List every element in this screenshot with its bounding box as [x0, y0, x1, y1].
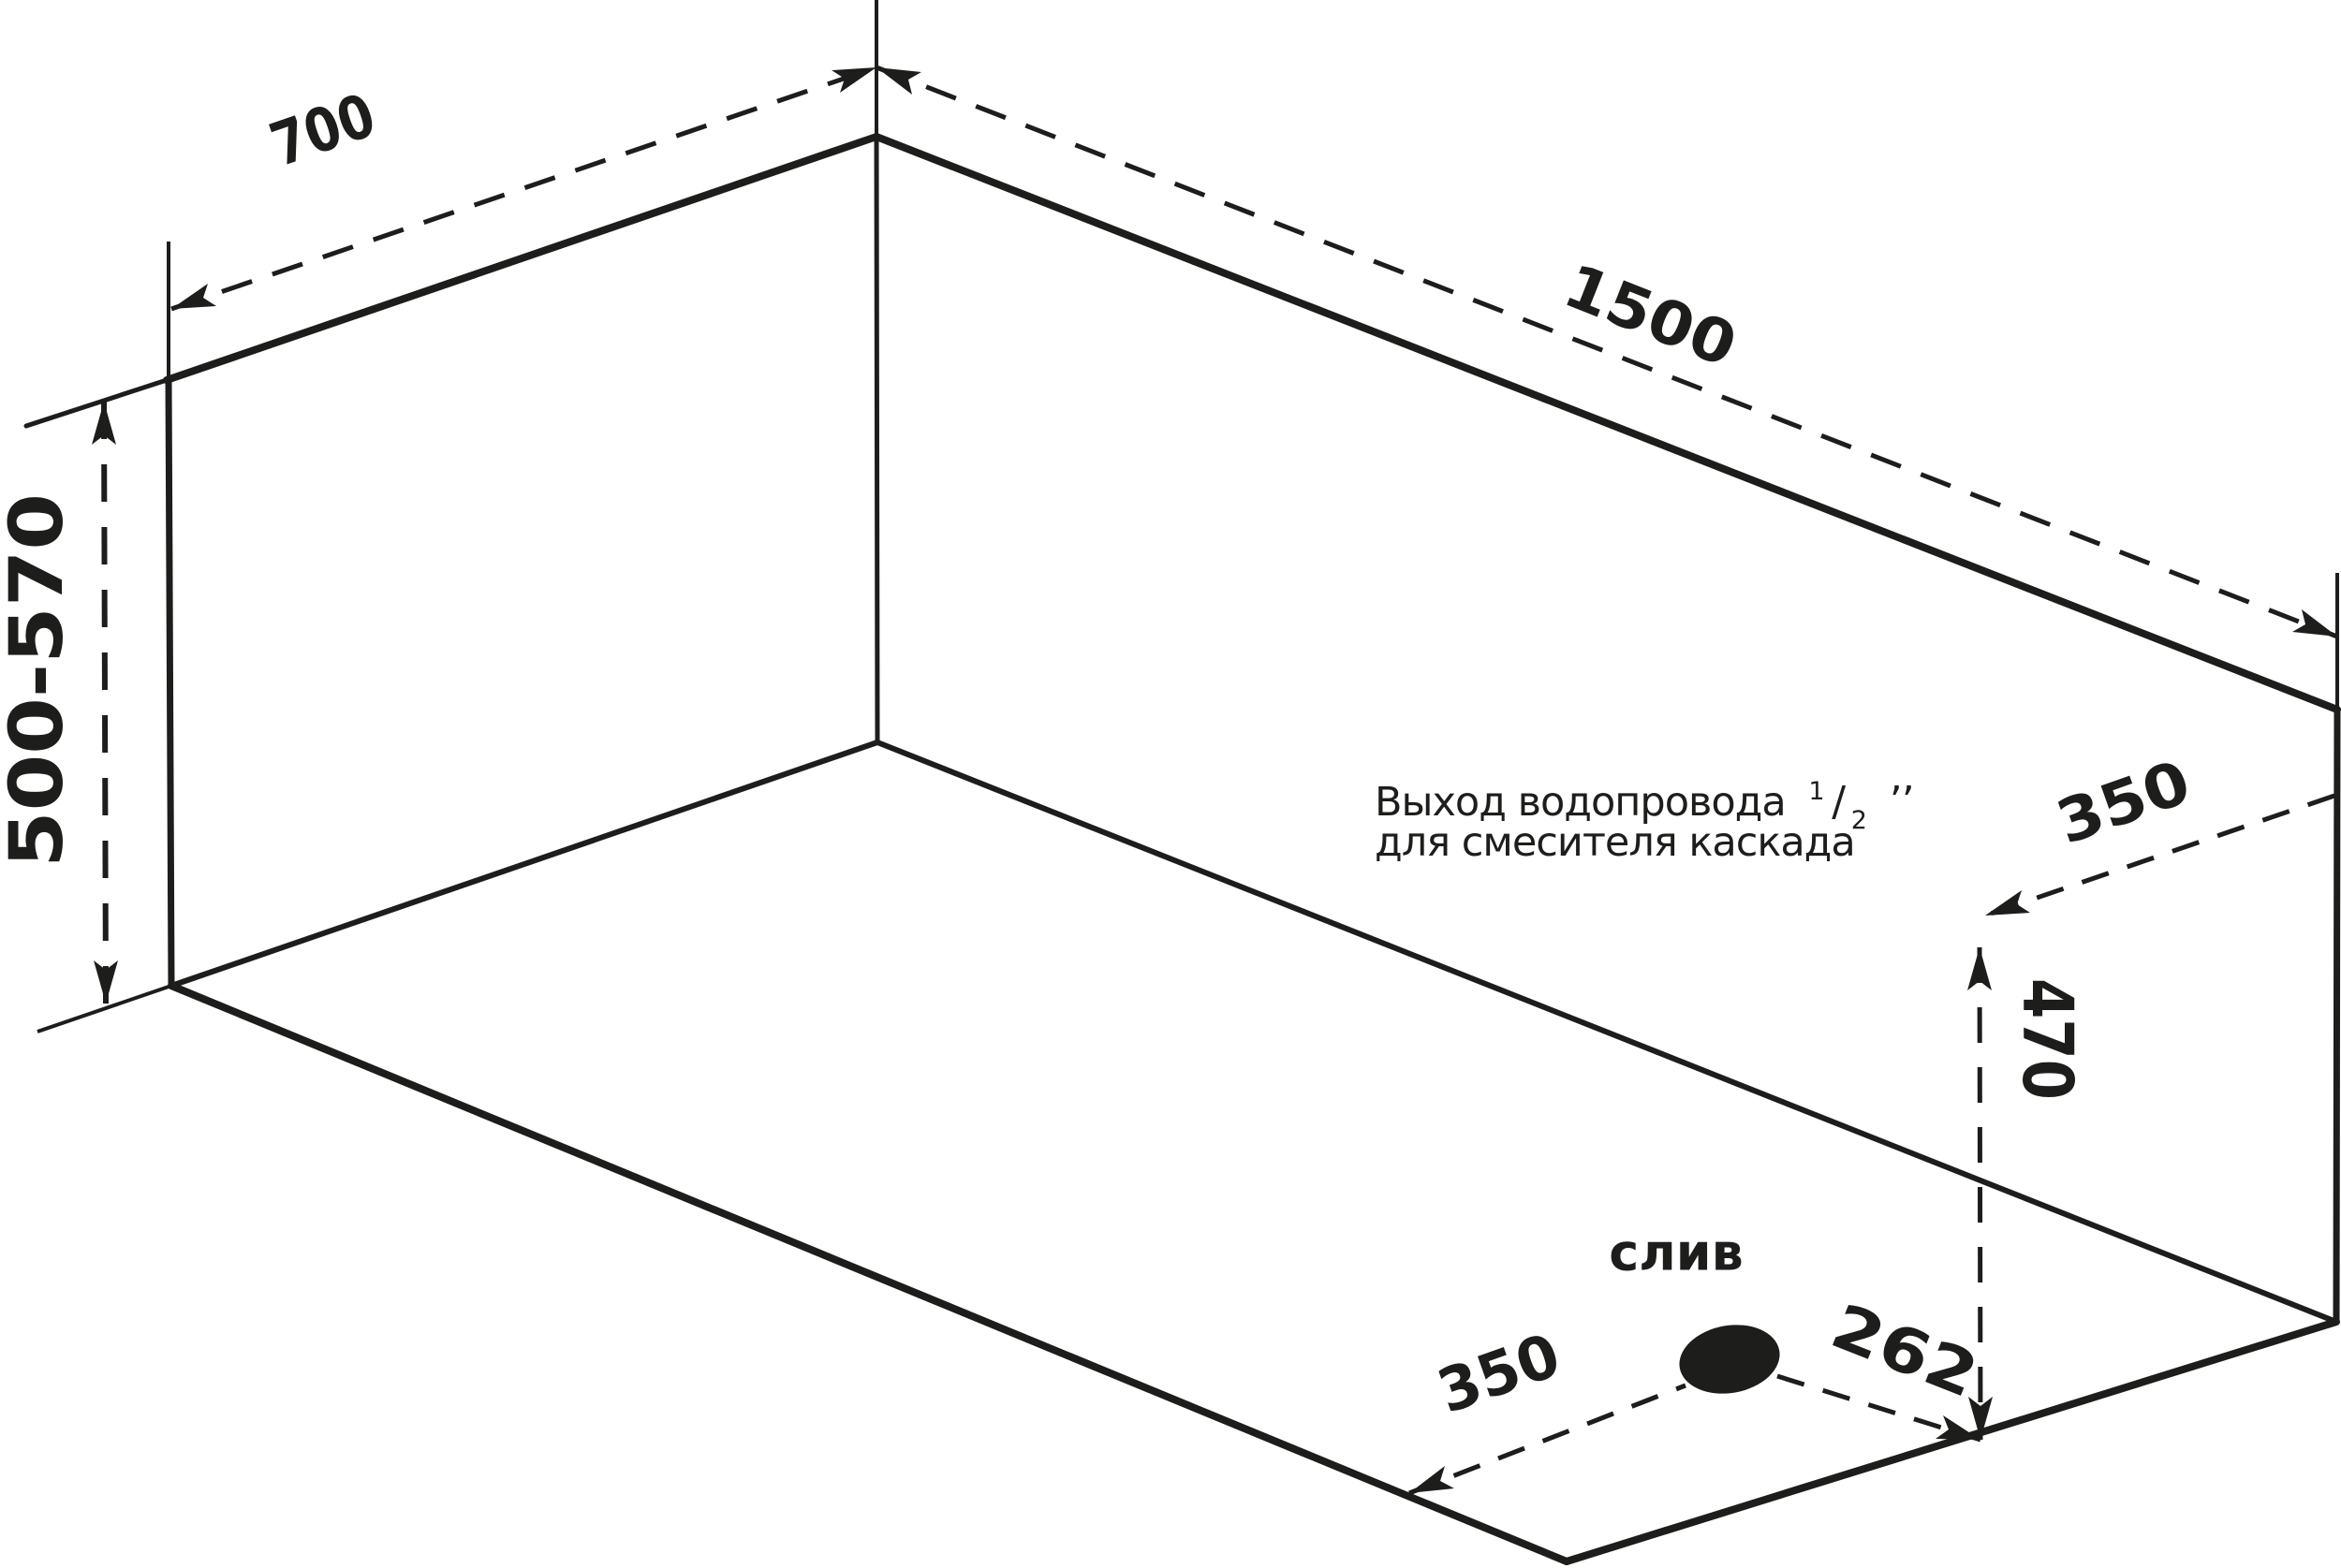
annotation-fraction-slash: / [1832, 778, 1846, 826]
annotation-fraction-numerator: 1 [1808, 777, 1823, 806]
rim-left-extension-line [23, 377, 169, 429]
dimension-line-350-bottom [1408, 1383, 1686, 1496]
vertical-edge-right [2333, 706, 2341, 1326]
vertical-edge-middle [874, 134, 880, 745]
arrowheads [92, 67, 2337, 1493]
arrow-262-icon [1936, 1415, 1980, 1440]
arrow-470-top-icon [1967, 947, 1992, 990]
rim-edge-right [873, 133, 2341, 713]
box-edges [23, 0, 2341, 1565]
label-350-bottom: 350 [1429, 1321, 1568, 1428]
arrow-1500-right-icon [2292, 609, 2337, 637]
label-1500: 1500 [1554, 252, 1745, 381]
arrow-500-570-bottom-icon [94, 960, 118, 1004]
dimension-lines [101, 65, 2338, 1496]
annotation-prefix: Выход водопровода [1375, 779, 1786, 826]
annotation-inch-marks: ’’ [1890, 778, 1914, 826]
arrow-500-570-top-icon [92, 402, 116, 445]
dimension-line-350-right [1984, 793, 2335, 918]
arrow-1500-left-icon [876, 67, 921, 95]
drain-hole [1679, 1325, 1780, 1394]
arrow-700-left-icon [171, 284, 216, 309]
arrow-470-bottom-icon [1968, 1397, 1993, 1440]
label-350-right: 350 [2048, 748, 2199, 858]
label-drain: слив [1609, 1224, 1744, 1282]
dimension-line-1500 [876, 65, 2338, 639]
arrow-700-right-icon [832, 67, 876, 93]
dimension-line-500-570 [101, 401, 109, 1004]
arrow-350-bottom-icon [1409, 1466, 1454, 1493]
floor-left-extension-line [37, 984, 172, 1033]
floor-edge-back-left [169, 740, 880, 989]
annotation-fraction-denominator: 2 [1851, 806, 1866, 835]
annotation-line-2: для смесителя каскада [1375, 819, 1855, 866]
dimension-line-262 [1776, 1373, 1981, 1443]
annotation-line-1: Выход водопровода 1 / 2 ’’ [1375, 763, 1914, 839]
dimension-labels: 700 1500 500-570 350 470 350 262 слив [0, 81, 2200, 1428]
label-470: 470 [2007, 978, 2087, 1100]
dimension-line-700 [170, 65, 877, 312]
floor-edge-front-left [168, 982, 1570, 1565]
label-262: 262 [1821, 1290, 1987, 1412]
label-700: 700 [262, 81, 384, 181]
label-500-570: 500-570 [0, 493, 80, 868]
outlet-annotation: Выход водопровода 1 / 2 ’’ для смесителя… [1375, 763, 1915, 866]
vertical-edge-left [165, 376, 175, 989]
rim-edge-left [163, 133, 880, 384]
floor-edge-back-right [875, 740, 2339, 1325]
floor-edge-front-right [1563, 1318, 2340, 1565]
arrow-350-right-icon [1985, 890, 2030, 916]
